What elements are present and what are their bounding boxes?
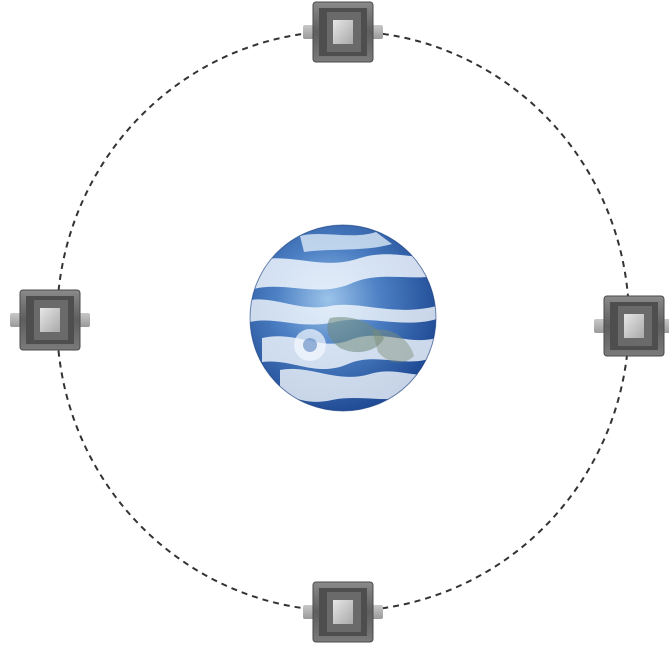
earth-globe-icon: [250, 225, 440, 411]
satellite-left-icon: [10, 290, 90, 350]
satellite-bottom-icon: [303, 582, 383, 642]
satellite-top-icon: [303, 2, 383, 62]
satellite-right-icon: [594, 296, 669, 356]
